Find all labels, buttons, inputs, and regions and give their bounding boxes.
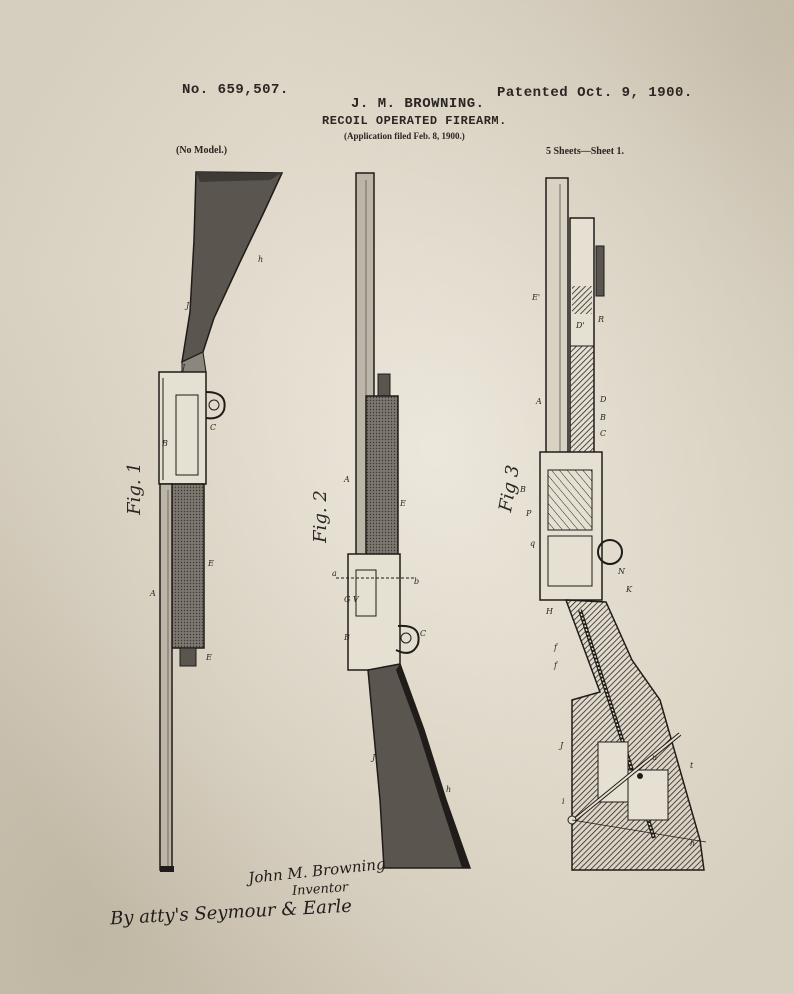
svg-text:B: B <box>343 633 350 642</box>
svg-text:R: R <box>597 315 604 324</box>
svg-text:J: J <box>558 741 564 750</box>
svg-text:A: A <box>343 475 350 484</box>
svg-text:C: C <box>210 423 216 432</box>
svg-text:f: f <box>553 643 559 652</box>
svg-text:N: N <box>617 567 626 576</box>
svg-text:E: E <box>205 653 212 662</box>
svg-text:P: P <box>525 509 532 518</box>
svg-text:D': D' <box>575 321 585 330</box>
svg-text:K: K <box>625 585 633 594</box>
svg-text:u: u <box>652 753 657 762</box>
svg-text:h: h <box>258 255 263 264</box>
svg-text:E': E' <box>531 293 540 302</box>
svg-text:A: A <box>149 589 156 598</box>
inventor-name-heading: J. M. BROWNING. <box>351 96 485 112</box>
patented-date: Patented Oct. 9, 1900. <box>497 85 693 101</box>
svg-text:f: f <box>553 661 559 670</box>
svg-text:E: E <box>399 499 406 508</box>
svg-text:q: q <box>530 539 535 548</box>
svg-text:B: B <box>519 485 526 494</box>
svg-text:t: t <box>690 761 694 770</box>
svg-text:E: E <box>207 559 214 568</box>
svg-text:H: H <box>545 607 554 616</box>
patent-number: No. 659,507. <box>182 82 289 98</box>
model-note: (No Model.) <box>176 145 228 156</box>
svg-text:C: C <box>420 629 426 638</box>
svg-text:h: h <box>690 839 695 848</box>
svg-text:i: i <box>562 797 565 806</box>
svg-text:A: A <box>535 397 542 406</box>
svg-text:D: D <box>599 395 607 404</box>
svg-text:a: a <box>332 569 337 578</box>
patent-title: RECOIL OPERATED FIREARM. <box>322 114 507 128</box>
svg-text:J': J' <box>184 301 191 310</box>
svg-text:b: b <box>414 577 419 586</box>
svg-text:G V: G V <box>344 595 360 604</box>
svg-text:B: B <box>599 413 606 422</box>
svg-text:J: J <box>370 753 376 762</box>
application-date: (Application filed Feb. 8, 1900.) <box>344 131 465 141</box>
svg-text:h: h <box>446 785 451 794</box>
svg-text:J: J <box>180 363 186 372</box>
svg-text:C: C <box>600 429 606 438</box>
svg-text:B: B <box>161 439 168 448</box>
sheet-count: 5 Sheets—Sheet 1. <box>546 146 625 157</box>
